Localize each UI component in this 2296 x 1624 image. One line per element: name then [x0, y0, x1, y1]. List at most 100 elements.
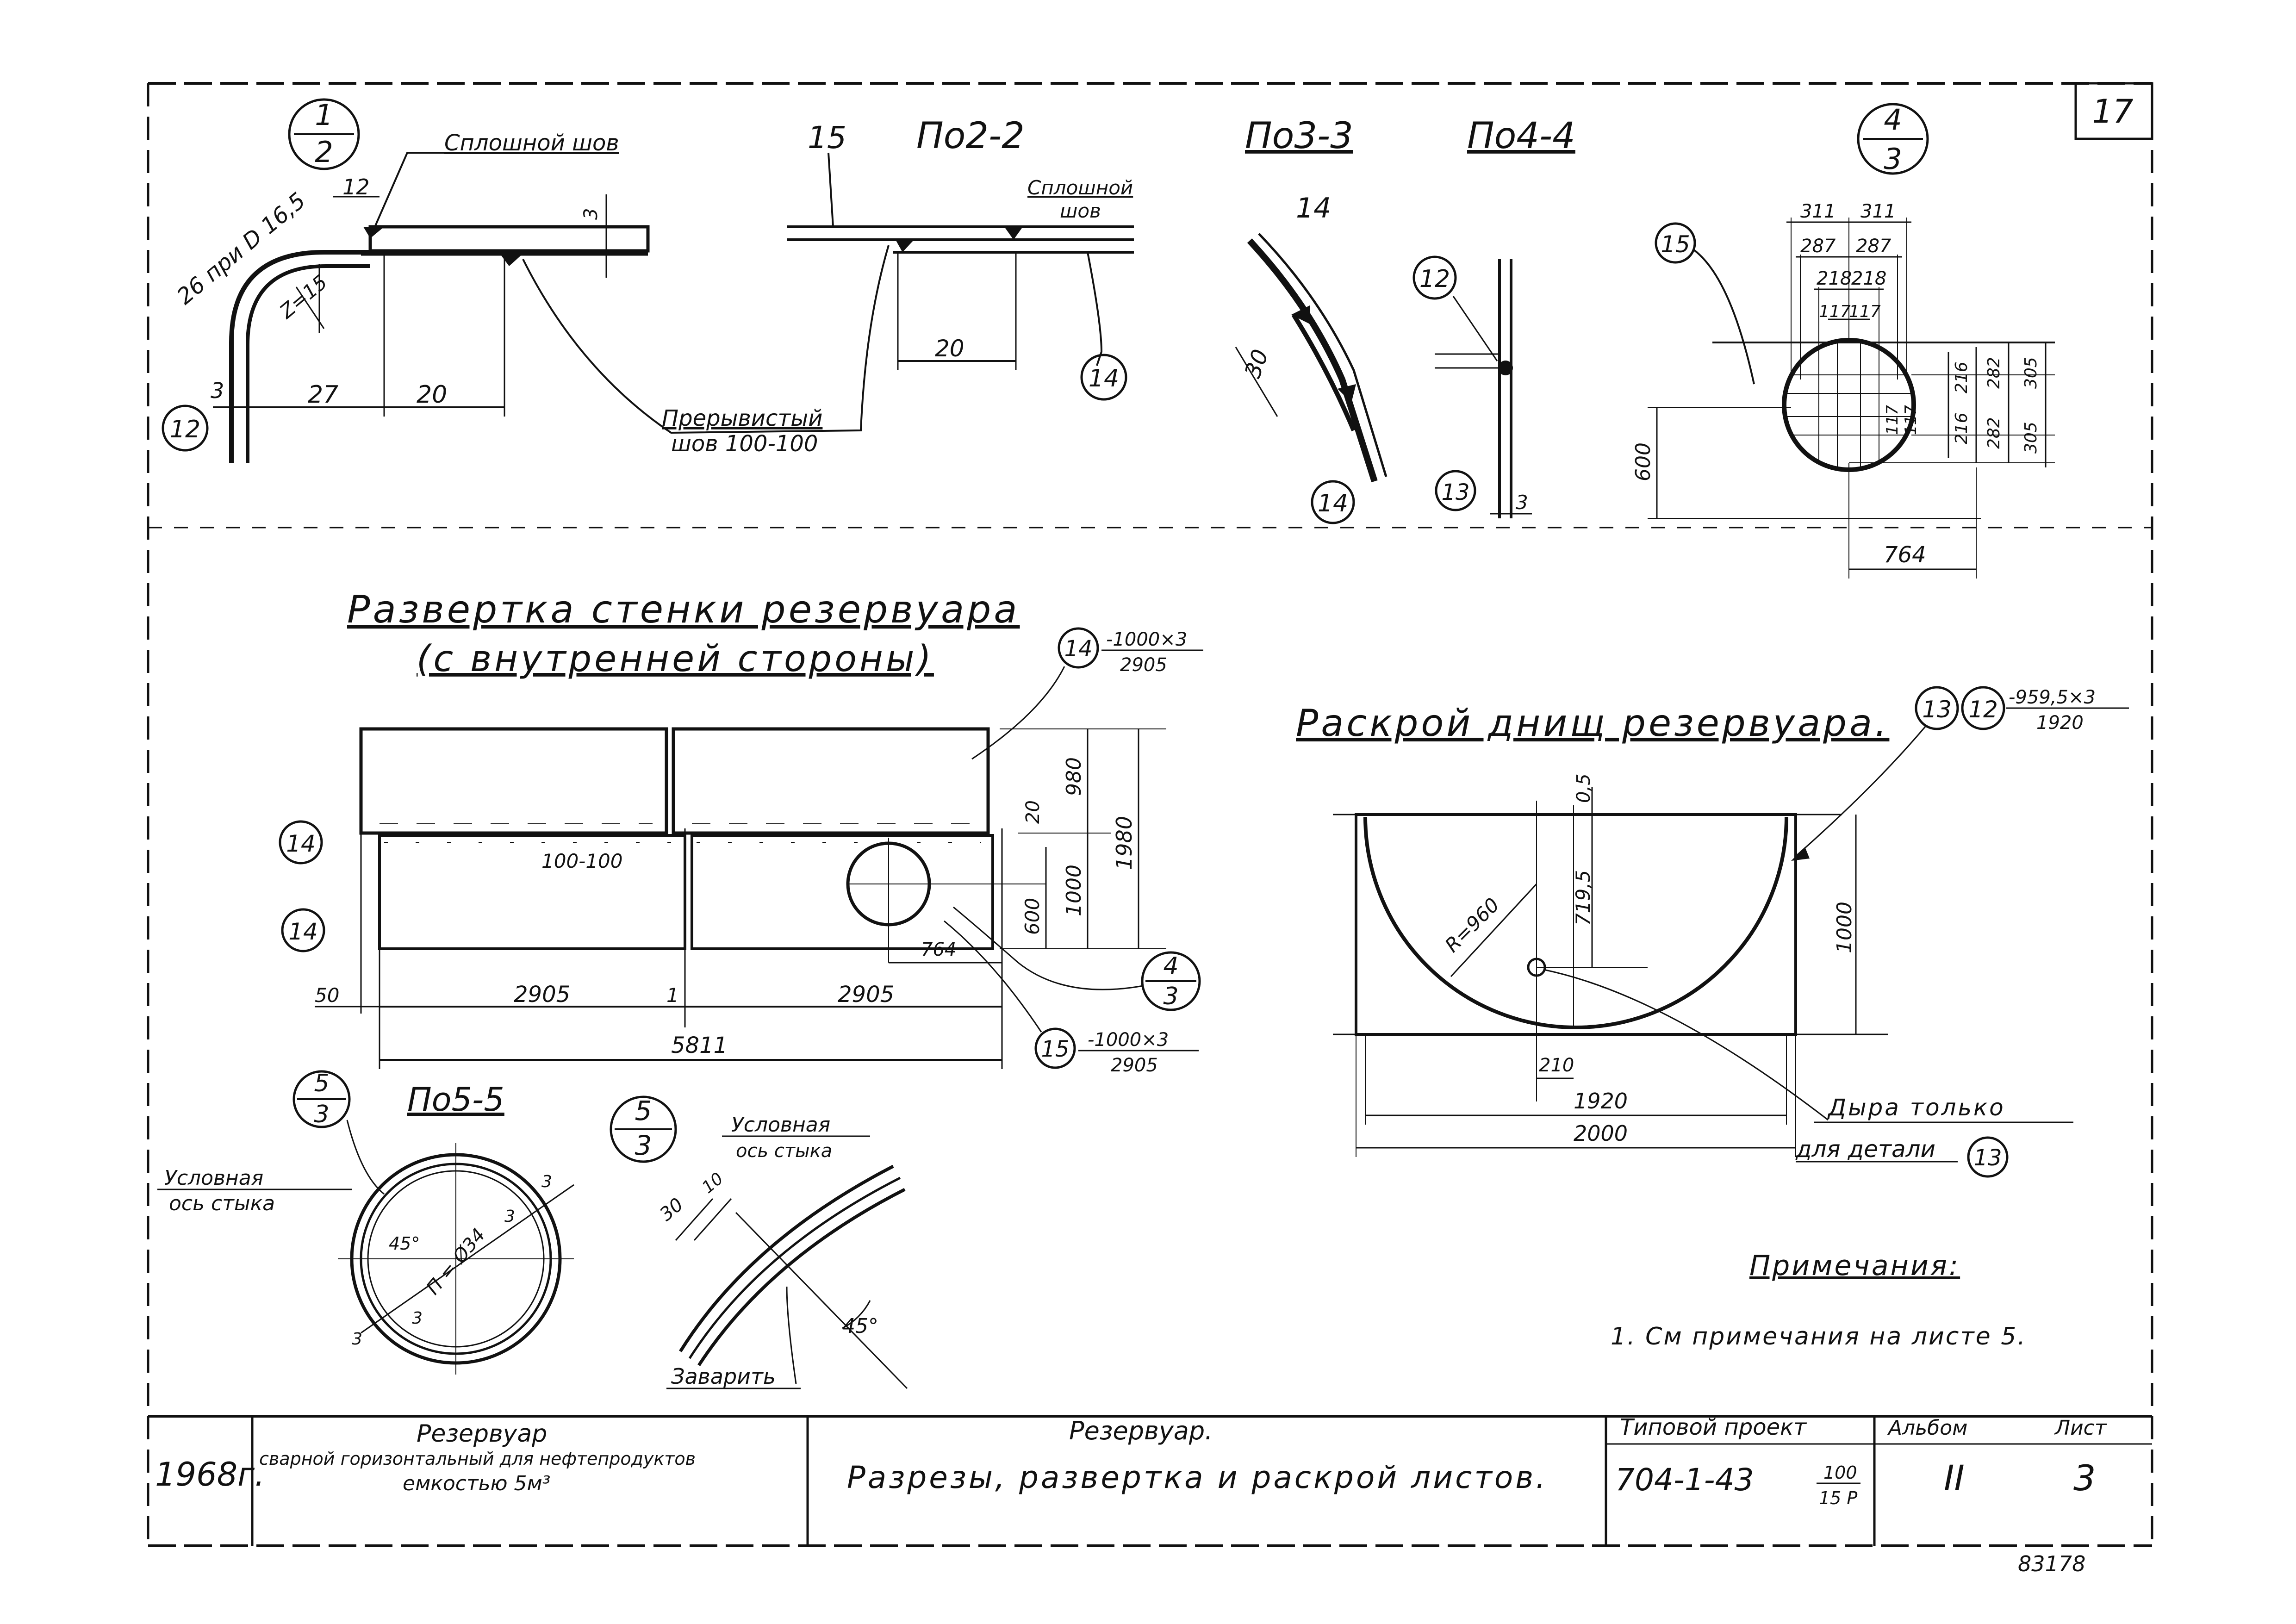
dim-5811: 5811 [671, 1033, 728, 1058]
dim-1000: 1000 [1833, 902, 1856, 953]
dim-3-a: 3 [541, 1172, 552, 1191]
notes: Примечания: 1. См примечания на листе 5. [1611, 1250, 2025, 1350]
dim-218-left: 218 [1817, 268, 1852, 289]
dim-764: 764 [921, 939, 956, 960]
project-label: Типовой проект [1620, 1414, 1807, 1440]
dim-20: 20 [1022, 800, 1044, 824]
part-15-label: 15 -1000×3 2905 [944, 920, 1199, 1076]
part-ref-12: 12 [1419, 265, 1450, 293]
dim-980: 980 [1062, 757, 1086, 796]
callout-bottom: 2 [315, 135, 333, 169]
dim-305-a: 305 [2022, 357, 2041, 389]
axis-label-2: ось стыка [169, 1192, 275, 1215]
section-3-3: По3-3 14 30 14 [1235, 115, 1388, 524]
weld-label: Заварить [671, 1364, 776, 1389]
dim-2905-right: 2905 [838, 982, 894, 1008]
weld-label-intermittent-1: Прерывистый [662, 405, 822, 431]
dim-287-right: 287 [1856, 236, 1892, 257]
angle: 45° [842, 1314, 878, 1338]
callout-5-3: 5 3 [292, 1070, 351, 1128]
dim-3-right: 3 [580, 208, 602, 220]
section-title: По4-4 [1467, 115, 1575, 157]
year: 1968г. [155, 1456, 265, 1493]
dim-764: 764 [1884, 542, 1926, 568]
callout-bottom: 3 [1884, 142, 1902, 176]
dim-50: 50 [315, 984, 339, 1007]
dim-218-right: 218 [1851, 268, 1886, 289]
hole-note-1: Дыра только [1827, 1094, 2005, 1121]
dim-117-right: 117 [1849, 302, 1881, 321]
weld-label: Сплошной шов [444, 130, 619, 156]
dim-117-inner-b: 117 [1902, 405, 1920, 435]
part-ref-13: 13 [1441, 479, 1469, 505]
hole-grid [1786, 342, 1911, 467]
callout-top: 4 [1884, 103, 1902, 137]
dim-3-c: 3 [412, 1309, 423, 1328]
wall-title-2: (с внутренней стороны) [417, 638, 934, 680]
dim-1920: 1920 [1574, 1089, 1628, 1114]
dim-1980: 1980 [1112, 816, 1137, 870]
part-ref-12: 12 [1968, 696, 1998, 723]
dim-210: 210 [1539, 1055, 1574, 1076]
stamp-number: 83178 [2018, 1551, 2085, 1576]
part-ref-12: 12 [170, 416, 200, 443]
callout-top: 5 [635, 1095, 652, 1126]
dim-305-b: 305 [2022, 422, 2041, 454]
sheet-label: Лист [2054, 1416, 2107, 1440]
project-fraction-top: 100 [1823, 1462, 1857, 1483]
dim-311-right: 311 [1860, 201, 1896, 222]
sheet-title-1: Резервуар. [1069, 1416, 1213, 1445]
callout-bottom: 3 [314, 1101, 329, 1128]
row-ref-upper: 14 [279, 820, 323, 865]
album-value: II [1944, 1457, 1965, 1499]
part-ref: 14 [1064, 636, 1092, 662]
dim-12: 12 [342, 174, 370, 199]
wall-title-1: Развертка стенки резервуара [347, 588, 1020, 632]
dim-30: 30 [656, 1194, 688, 1226]
sheet-frame [147, 82, 2153, 1547]
callout-top: 5 [314, 1070, 329, 1097]
notes-heading: Примечания: [1749, 1250, 1960, 1282]
dim-1000: 1000 [1062, 865, 1086, 916]
part-ref-15: 15 [1661, 231, 1690, 258]
dim-216-b: 216 [1952, 412, 1971, 444]
dim-0-5: 0,5 [1573, 773, 1594, 803]
bottom-cutting-title: Раскрой днищ резервуара. [1296, 702, 1889, 745]
detail-4-3: 4 3 15 311 311 28 [1631, 103, 2055, 579]
intermittent-weld-marks [380, 823, 981, 843]
row-ref: 14 [288, 918, 318, 945]
dim-27: 27 [308, 381, 338, 409]
section-4-4: По4-4 12 13 3 [1412, 115, 1575, 518]
page-number-box: 17 [2074, 82, 2153, 140]
bottom-part-label: 13 12 -959,5×3 1920 [1791, 686, 2129, 861]
object-line-3: емкостью 5м³ [403, 1472, 550, 1495]
weld-pitch: 100-100 [541, 850, 623, 872]
callout-top: 1 [315, 98, 333, 132]
dim-216-a: 216 [1952, 361, 1971, 393]
dim-3: 3 [211, 378, 224, 403]
part-size-top: -1000×3 [1106, 629, 1187, 650]
dim-282-b: 282 [1985, 417, 2004, 449]
detail-callout-1-2: 1 2 [288, 98, 360, 170]
dim-1: 1 [666, 984, 679, 1007]
part-size-bottom: 1920 [2036, 712, 2084, 734]
callout-bottom: 3 [635, 1130, 652, 1161]
dim-600: 600 [1021, 898, 1044, 935]
dim-3-d: 3 [352, 1330, 362, 1349]
dim-20: 20 [935, 335, 964, 362]
wall-callout-4-3: 4 3 [953, 906, 1201, 1011]
angle: 45° [389, 1233, 420, 1254]
bottom-cutting: Раскрой днищ резервуара. 13 12 -959,5×3 … [1296, 686, 2129, 1178]
project-number: 704-1-43 [1615, 1462, 1754, 1498]
part-size-top: -959,5×3 [2009, 687, 2096, 708]
detail-5-3: 5 3 Условная ось стыка 30 10 45° Заварит… [610, 1095, 908, 1389]
dim-600: 600 [1631, 442, 1655, 481]
part-ref-15: 15 [808, 120, 846, 156]
weld-label-1: Сплошной [1027, 176, 1133, 199]
axis-label-1: Условная [731, 1113, 830, 1137]
dim-287-left: 287 [1800, 236, 1836, 257]
weld-label-intermittent-2: шов 100-100 [671, 431, 818, 457]
part-ref-14: 14 [1296, 192, 1331, 224]
axis-label-1: Условная [164, 1166, 263, 1190]
